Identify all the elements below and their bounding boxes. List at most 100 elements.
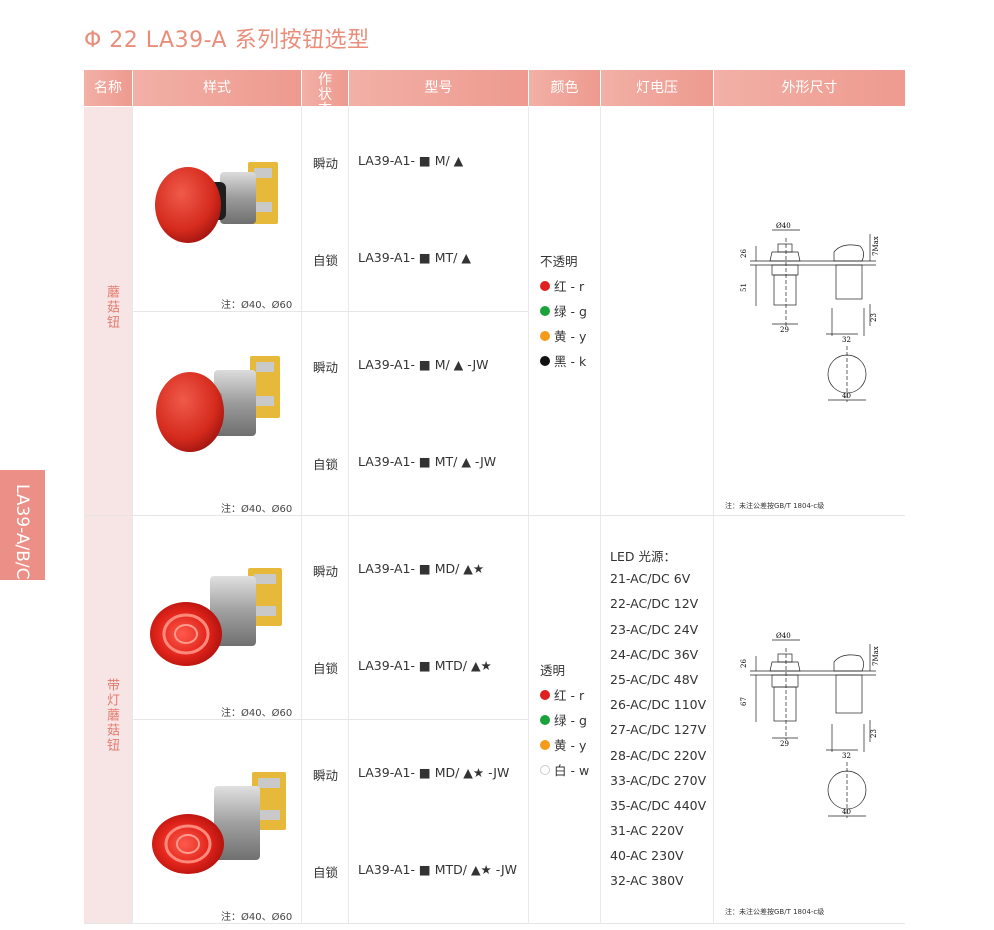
divider — [84, 923, 905, 924]
mushroom-button-photo — [156, 356, 280, 452]
dim-label: 51 — [740, 283, 748, 292]
lit-mushroom-button-photo — [152, 772, 286, 874]
size-note: 注：Ø40、Ø60 — [221, 912, 293, 923]
state-latching: 自锁 — [313, 253, 339, 268]
dim-label: 29 — [780, 740, 789, 748]
color-item: 白 - w — [540, 757, 589, 782]
dim-label: Ø40 — [776, 632, 791, 640]
model-number: LA39-A1- ■ M/ ▲ -JW — [358, 357, 489, 372]
voltage-item: 31-AC 220V — [610, 823, 684, 839]
size-note: 注：Ø40、Ø60 — [221, 708, 293, 719]
header-color: 颜色 — [529, 70, 600, 106]
voltage-item: 28-AC/DC 220V — [610, 747, 707, 763]
group-label-mushroom: 蘑菇钮 — [104, 285, 119, 330]
voltage-item: 33-AC/DC 270V — [610, 772, 707, 788]
white-dot-icon — [540, 764, 550, 775]
model-number: LA39-A1- ■ MD/ ▲★ — [358, 561, 485, 576]
voltage-item: 35-AC/DC 440V — [610, 797, 707, 813]
dim-label: 7Max — [872, 646, 880, 666]
group-cell-lit-mushroom: 带灯蘑菇钮 — [84, 516, 132, 924]
dim-label: 29 — [780, 326, 789, 334]
dim-label: 32 — [842, 752, 851, 760]
voltage-item: 32-AC 380V — [610, 873, 684, 889]
divider — [133, 311, 528, 312]
color-item: 黄 - y — [540, 323, 587, 348]
color-label: 白 - w — [554, 763, 590, 778]
dim-label: 40 — [842, 808, 851, 816]
model-number: LA39-A1- ■ M/ ▲ — [358, 153, 464, 168]
group-label-lit-mushroom: 带灯蘑菇钮 — [104, 678, 119, 753]
color-item: 黄 - y — [540, 732, 589, 757]
size-note: 注：Ø40、Ø60 — [221, 300, 293, 311]
dimension-drawing: Ø40 26 51 7Max 29 32 23 40 — [740, 222, 880, 402]
dim-label: 67 — [740, 697, 748, 706]
yellow-dot-icon — [540, 739, 550, 750]
state-latching: 自锁 — [313, 865, 339, 880]
group-cell-mushroom: 蘑菇钮 — [84, 107, 132, 515]
green-dot-icon — [540, 305, 550, 316]
voltage-item: 40-AC 230V — [610, 848, 684, 864]
model-number: LA39-A1- ■ MT/ ▲ -JW — [358, 454, 497, 469]
voltage-item: 27-AC/DC 127V — [610, 722, 707, 738]
state-momentary: 瞬动 — [313, 768, 339, 783]
lit-mushroom-button-photo — [150, 568, 282, 666]
color-label: 绿 - g — [554, 713, 587, 728]
divider — [133, 719, 528, 720]
model-number: LA39-A1- ■ MT/ ▲ — [358, 250, 471, 265]
voltage-heading: LED 光源： — [610, 549, 676, 564]
dim-label: 40 — [842, 392, 851, 400]
voltage-item: 25-AC/DC 48V — [610, 671, 699, 687]
header-voltage: 灯电压 — [601, 70, 713, 106]
color-label: 绿 - g — [554, 304, 587, 319]
voltage-item: 24-AC/DC 36V — [610, 646, 699, 662]
color-list-transparent: 透明 红 - r 绿 - g 黄 - y 白 - w — [540, 657, 589, 782]
voltage-item: 21-AC/DC 6V — [610, 571, 691, 587]
state-latching: 自锁 — [313, 457, 339, 472]
voltage-item: 26-AC/DC 110V — [610, 697, 707, 713]
color-heading: 透明 — [540, 663, 566, 678]
state-latching: 自锁 — [313, 661, 339, 676]
dim-label: 23 — [870, 313, 878, 322]
state-momentary: 瞬动 — [313, 564, 339, 579]
color-item: 红 - r — [540, 273, 587, 298]
voltage-item: 23-AC/DC 24V — [610, 621, 699, 637]
dim-label: 32 — [842, 336, 851, 344]
tolerance-note: 注：未注公差按GB/T 1804-c级 — [725, 502, 825, 510]
black-dot-icon — [540, 355, 550, 366]
color-label: 黑 - k — [554, 354, 587, 369]
yellow-dot-icon — [540, 330, 550, 341]
color-label: 黄 - y — [554, 329, 587, 344]
dimension-drawing: Ø40 26 67 7Max 29 32 23 40 — [740, 632, 880, 818]
dim-label: 23 — [870, 729, 878, 738]
header-model: 型号 — [349, 70, 528, 106]
red-dot-icon — [540, 280, 550, 291]
side-tab-label: LA39-A/B/C — [12, 484, 32, 580]
divider — [84, 515, 905, 516]
green-dot-icon — [540, 714, 550, 725]
dim-label: 26 — [740, 249, 748, 258]
model-number: LA39-A1- ■ MD/ ▲★ -JW — [358, 765, 510, 780]
color-label: 红 - r — [554, 279, 585, 294]
color-label: 红 - r — [554, 688, 585, 703]
header-name: 名称 — [84, 70, 132, 106]
header-style: 样式 — [133, 70, 301, 106]
dim-label: Ø40 — [776, 222, 791, 230]
state-momentary: 瞬动 — [313, 156, 339, 171]
dim-label: 7Max — [872, 236, 880, 256]
size-note: 注：Ø40、Ø60 — [221, 504, 293, 515]
red-dot-icon — [540, 689, 550, 700]
color-item: 黑 - k — [540, 348, 587, 373]
tolerance-note: 注：未注公差按GB/T 1804-c级 — [725, 908, 825, 916]
voltage-item: 22-AC/DC 12V — [610, 596, 699, 612]
color-heading: 不透明 — [540, 254, 578, 269]
header-state: 工作状态 — [302, 58, 348, 118]
voltage-list: LED 光源： 21-AC/DC 6V 22-AC/DC 12V 23-AC/D… — [610, 546, 706, 899]
color-label: 黄 - y — [554, 738, 587, 753]
state-momentary: 瞬动 — [313, 360, 339, 375]
header-dimension: 外形尺寸 — [714, 70, 905, 106]
model-number: LA39-A1- ■ MTD/ ▲★ — [358, 658, 492, 673]
side-tab: LA39-A/B/C — [0, 470, 45, 580]
dim-label: 26 — [740, 659, 748, 668]
model-number: LA39-A1- ■ MTD/ ▲★ -JW — [358, 862, 517, 877]
color-item: 绿 - g — [540, 707, 589, 732]
